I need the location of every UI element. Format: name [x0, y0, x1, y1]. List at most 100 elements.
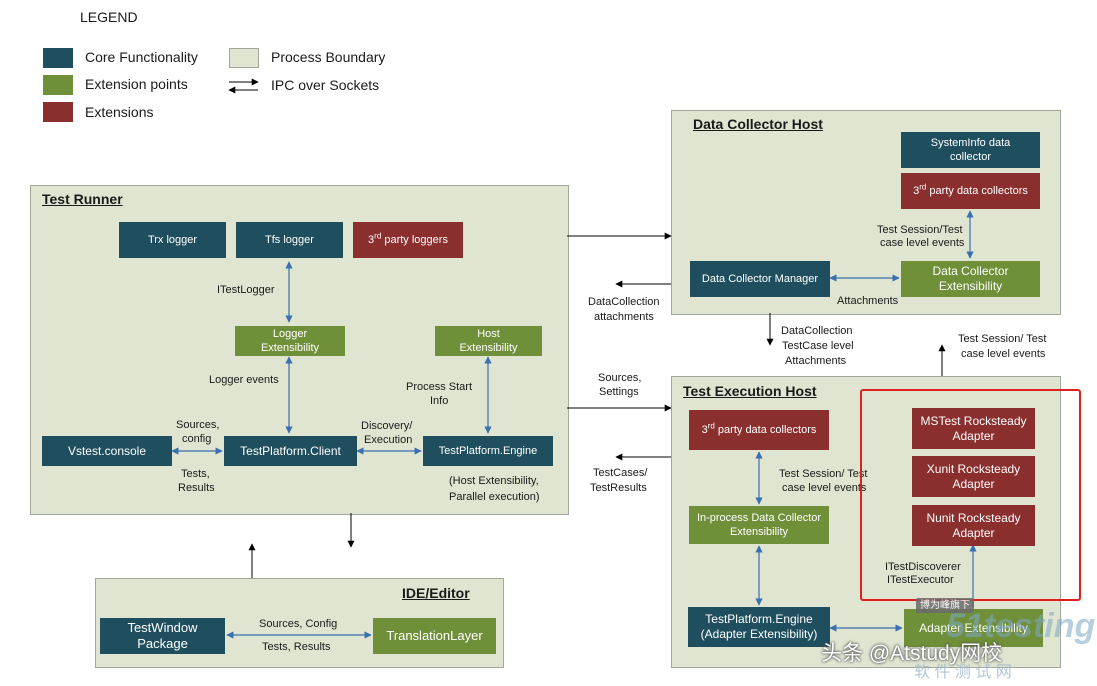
watermark-line1: 头条 @Atstudy网校: [821, 642, 1003, 665]
inprocess-collector-extensibility-box: In-process Data Collector Extensibility: [689, 506, 829, 544]
ide-editor-title: IDE/Editor: [402, 585, 470, 601]
logger-events-label: Logger events: [209, 374, 279, 386]
tests-results-label-2: Results: [178, 482, 215, 494]
dc-third-party-collectors-box: 3rd party data collectors: [901, 173, 1040, 209]
host-extensibility-label-1: Host: [477, 328, 500, 340]
adapter-extensibility-label: Adapter Extensibility: [919, 620, 1028, 635]
systeminfo-label-2: collector: [950, 151, 991, 163]
mstest-label-2: Adapter: [952, 428, 995, 443]
legend-ipc-arrows: [228, 78, 259, 94]
nunit-adapter-box: Nunit Rocksteady Adapter: [912, 505, 1035, 546]
data-collector-extensibility-box: Data Collector Extensibility: [901, 261, 1040, 297]
translation-layer-box: TranslationLayer: [373, 618, 496, 654]
ide-sources-config-label: Sources, Config: [259, 618, 338, 630]
systeminfo-label-1: SystemInfo data: [930, 137, 1011, 149]
testwindow-package-box: TestWindow Package: [100, 618, 225, 654]
translation-layer-label: TranslationLayer: [386, 628, 483, 643]
mstest-label-1: MSTest Rocksteady: [920, 413, 1027, 428]
logger-extensibility-label-2: Extensibility: [260, 342, 320, 354]
dc-session-events-label-1: Test Session/Test: [877, 224, 963, 236]
xunit-adapter-box: Xunit Rocksteady Adapter: [912, 456, 1035, 497]
testplatform-engine-label: TestPlatform.Engine: [438, 445, 538, 457]
exec-third-party-collectors-box: 3rd party data collectors: [689, 410, 829, 450]
legend-boundary-swatch: [229, 48, 259, 68]
tfs-logger-box: Tfs logger: [236, 222, 343, 258]
data-collector-host-title: Data Collector Host: [693, 116, 823, 132]
host-extensibility-box: Host Extensibility: [435, 326, 542, 356]
datacollection-attachments-label-2: attachments: [594, 311, 654, 323]
sources-config-label-2: config: [182, 433, 212, 445]
exec-engine-label-2: (Adapter Extensibility): [700, 627, 818, 641]
systeminfo-collector-box: SystemInfo data collector: [901, 132, 1040, 168]
exec-engine-label-1: TestPlatform.Engine: [705, 612, 813, 626]
exec-testplatform-engine-box: TestPlatform.Engine (Adapter Extensibili…: [688, 607, 830, 647]
testwindow-label-2: Package: [137, 636, 188, 651]
legend-extensions-label: Extensions: [85, 104, 154, 120]
legend-extensions-swatch: [43, 102, 73, 122]
vstest-console-label: Vstest.console: [67, 443, 147, 458]
legend-core-swatch: [43, 48, 73, 68]
watermark-tag: 博为峰旗下: [916, 598, 974, 613]
host-ext-note-1: (Host Extensibility,: [449, 475, 539, 487]
legend-core-label: Core Functionality: [85, 49, 198, 65]
exec-third-party-label: 3rd party data collectors: [701, 421, 817, 436]
dc-testcase-label-2: TestCase level: [782, 340, 854, 352]
adapter-extensibility-box: Adapter Extensibility: [904, 609, 1043, 647]
logger-extensibility-label-1: Logger: [272, 328, 308, 340]
discovery-label-1: Discovery/: [361, 420, 413, 432]
legend-boundary-label: Process Boundary: [271, 49, 386, 65]
sources-config-label-1: Sources,: [176, 419, 220, 431]
ide-tests-results-label: Tests, Results: [262, 641, 331, 653]
test-execution-host-title: Test Execution Host: [683, 383, 817, 399]
testwindow-label-1: TestWindow: [127, 620, 198, 635]
itestexecutor-label: ITestExecutor: [887, 574, 954, 586]
third-party-loggers-box: 3rd party loggers: [353, 222, 463, 258]
discovery-label-2: Execution: [364, 434, 413, 446]
watermark-brand: 51testing: [946, 607, 1096, 645]
testcases-results-label-1: TestCases/: [593, 467, 648, 479]
legend-ipc-label: IPC over Sockets: [271, 77, 380, 93]
host-ext-note-2: Parallel execution): [449, 491, 540, 503]
datacollection-attachments-label-1: DataCollection: [588, 296, 660, 308]
dc-extensibility-label-1: Data Collector: [932, 264, 1009, 278]
testcases-results-label-2: TestResults: [590, 482, 647, 494]
highlight-frame: [860, 389, 1081, 601]
watermark-sub: 软 件 测 试 网: [914, 664, 1012, 681]
dc-testcase-label-3: Attachments: [785, 355, 847, 367]
trx-logger-label: Trx logger: [147, 234, 198, 246]
testplatform-engine-box: TestPlatform.Engine: [423, 436, 553, 466]
testplatform-client-box: TestPlatform.Client: [224, 436, 357, 466]
vstest-console-box: Vstest.console: [42, 436, 172, 466]
exec-session-events-label-2: case level events: [782, 482, 867, 494]
nunit-label-1: Nunit Rocksteady: [926, 510, 1021, 525]
legend-extension-points-swatch: [43, 75, 73, 95]
xunit-label-2: Adapter: [952, 476, 995, 491]
host-extensibility-label-2: Extensibility: [459, 342, 518, 354]
data-collector-manager-box: Data Collector Manager: [690, 261, 830, 297]
tests-results-label-1: Tests,: [181, 468, 210, 480]
dc-session-events-label-2: case level events: [880, 237, 965, 249]
itestdiscoverer-label: ITestDiscoverer: [885, 561, 961, 573]
legend-extension-points-label: Extension points: [85, 76, 188, 92]
third-party-loggers-label: 3rd party loggers: [368, 231, 448, 246]
tfs-logger-label: Tfs logger: [265, 234, 314, 246]
testplatform-client-label: TestPlatform.Client: [240, 443, 341, 458]
trx-logger-box: Trx logger: [119, 222, 226, 258]
logger-extensibility-box: Logger Extensibility: [235, 326, 345, 356]
session-events-between-label-2: case level events: [961, 348, 1046, 360]
legend-title: LEGEND: [80, 9, 138, 25]
xunit-label-1: Xunit Rocksteady: [926, 461, 1021, 476]
process-start-label-2: Info: [430, 395, 449, 407]
dc-testcase-label-1: DataCollection: [781, 325, 853, 337]
nunit-label-2: Adapter: [952, 525, 995, 540]
dc-third-party-label: 3rd party data collectors: [913, 182, 1028, 197]
dc-extensibility-label-2: Extensibility: [938, 279, 1003, 293]
test-runner-title: Test Runner: [42, 191, 123, 207]
sources-settings-label-1: Sources,: [598, 372, 642, 384]
mstest-adapter-box: MSTest Rocksteady Adapter: [912, 408, 1035, 449]
data-collector-manager-label: Data Collector Manager: [701, 273, 819, 285]
sources-settings-label-2: Settings: [599, 386, 639, 398]
session-events-between-label-1: Test Session/ Test: [958, 333, 1047, 345]
itestlogger-label: ITestLogger: [217, 284, 275, 296]
